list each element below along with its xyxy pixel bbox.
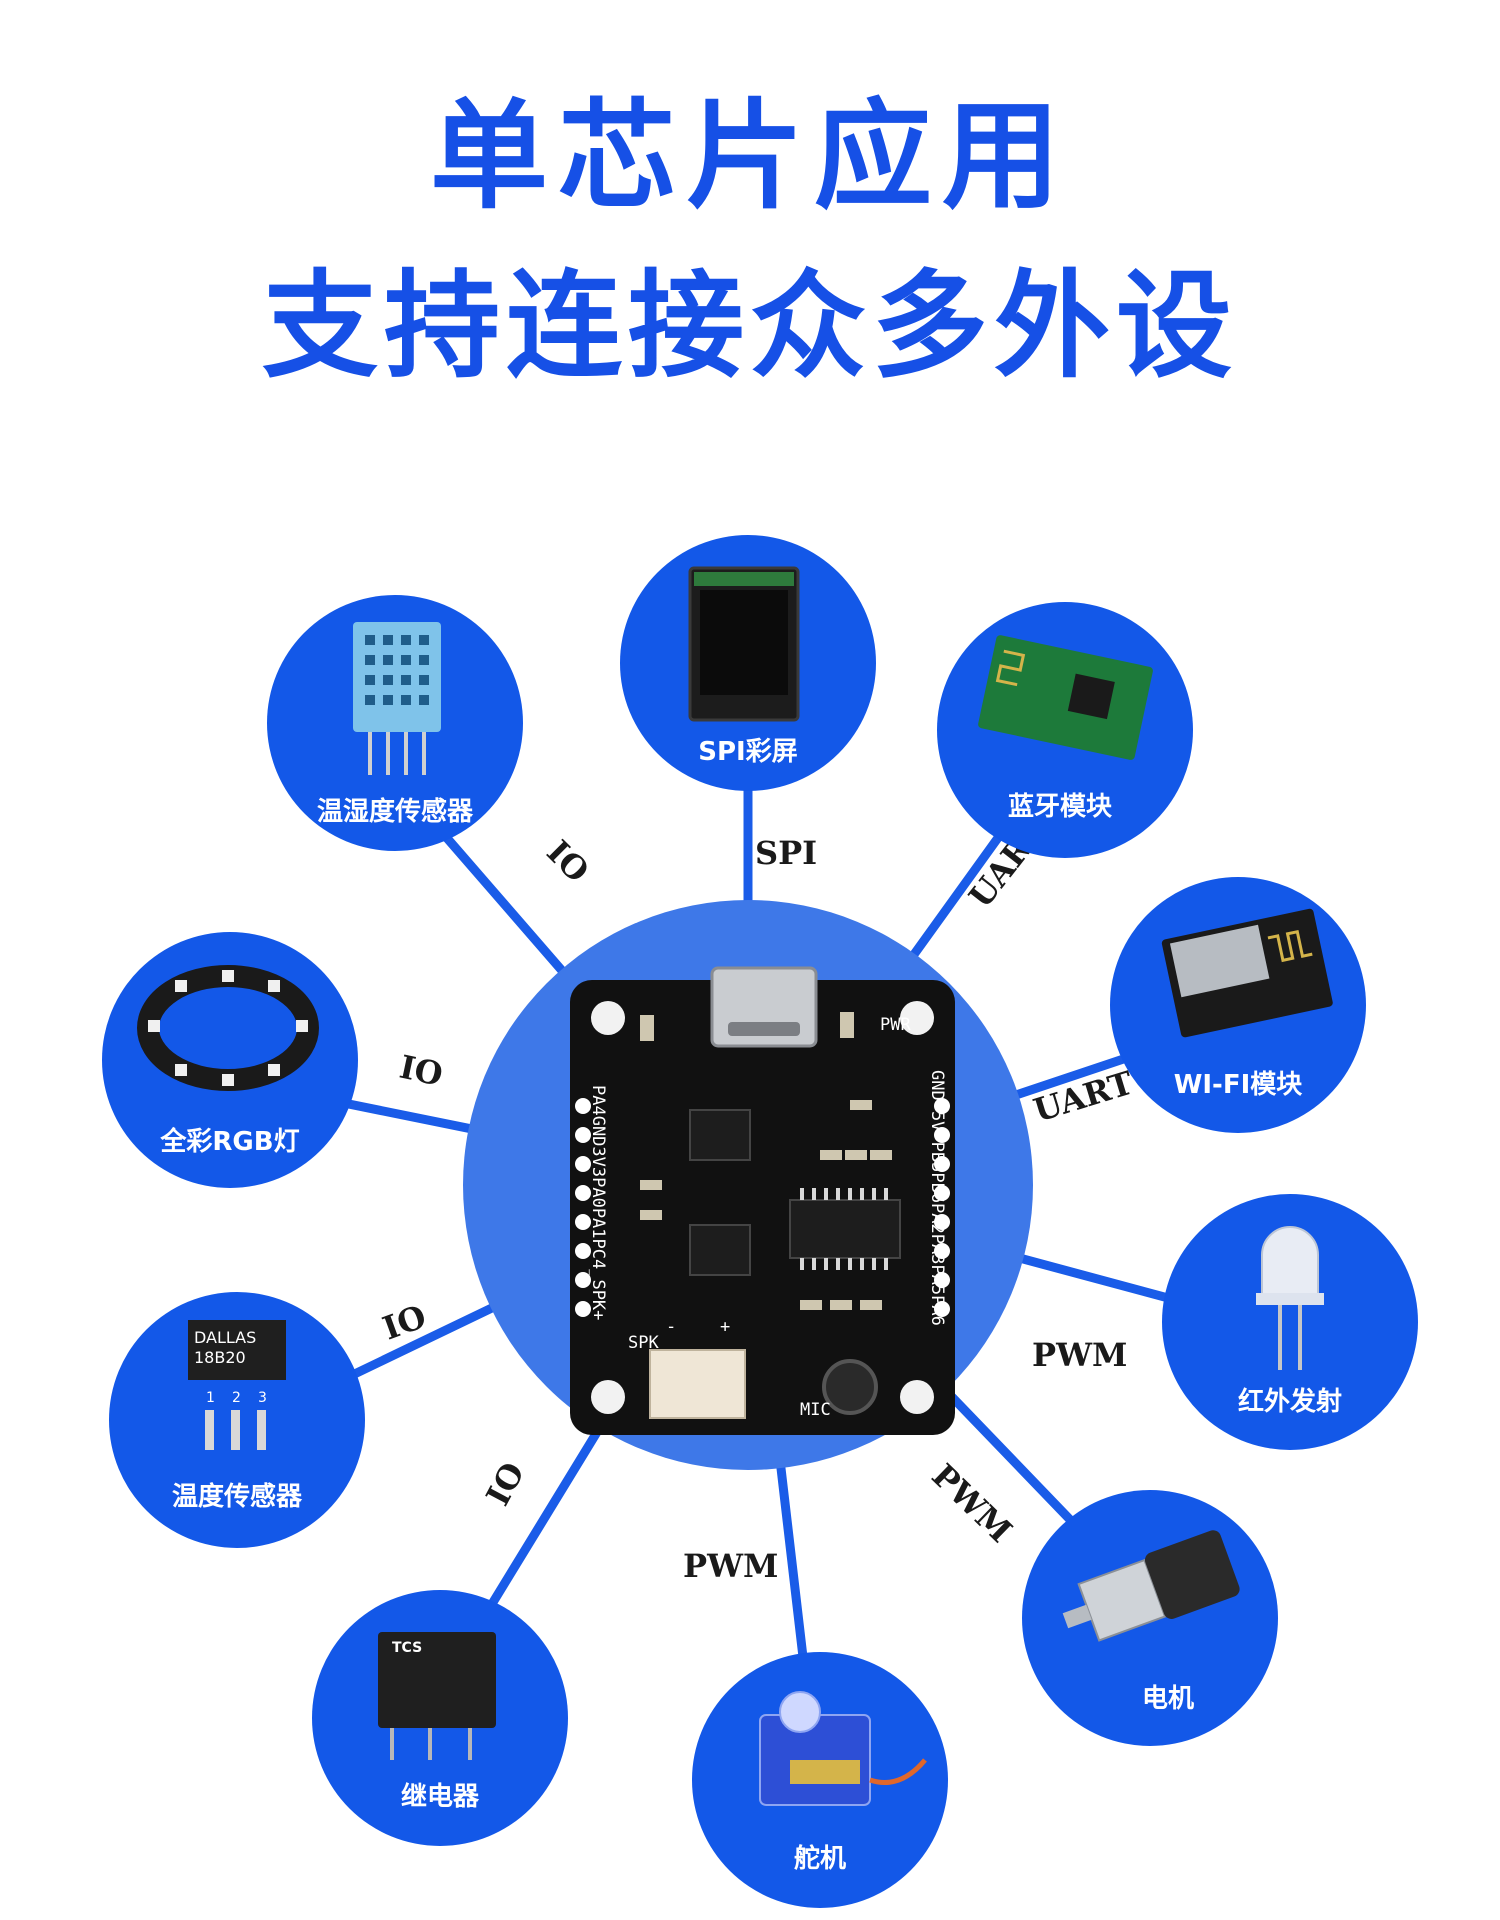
chip-3 [789, 1199, 901, 1259]
conn-label-rgb: IO [396, 1048, 446, 1094]
silk-plus: + [720, 1317, 730, 1337]
label-wifi: WI-FI模块 [1174, 1070, 1303, 1100]
relay-brand-text: TCS [392, 1640, 422, 1656]
node-bluetooth: 蓝牙模块 [937, 602, 1193, 858]
node-relay: TCS 继电器 [312, 1590, 568, 1846]
label-relay: 继电器 [401, 1781, 480, 1812]
pin-number-3: 3 [258, 1390, 267, 1406]
ir-led-icon [1256, 1226, 1324, 1370]
conn-label-motor: PWM [924, 1456, 1019, 1550]
label-ir: 红外发射 [1238, 1386, 1342, 1417]
headline-line2: 支持连接众多外设 [262, 259, 1238, 394]
silk-right-pins: GND 5V PB5PB6PA2PA3PA5PA6 [927, 1070, 947, 1326]
servo-icon [759, 1691, 927, 1806]
motor-icon [1062, 1530, 1240, 1642]
conn-label-relay: IO [479, 1456, 533, 1512]
node-wifi: WI-FI模块 [1110, 877, 1366, 1133]
silk-spk: SPK [628, 1333, 659, 1353]
conn-label-spi: SPI [755, 834, 817, 872]
label-servo: 舵机 [794, 1843, 846, 1874]
label-temp-sensor: 温度传感器 [172, 1481, 303, 1512]
conn-label-humidity: IO [539, 833, 596, 890]
conn-label-servo: PWM [683, 1547, 778, 1585]
chip-2 [689, 1224, 751, 1276]
node-servo: 舵机 [692, 1652, 948, 1908]
label-spi-screen: SPI彩屏 [698, 737, 797, 767]
node-spi-screen: SPI彩屏 [620, 535, 876, 791]
node-temp-sensor: DALLAS 18B20 1 2 3 温度传感器 [109, 1292, 365, 1548]
dev-board: PA4GND3V3PA0PA1PC4_SPK+ GND 5V PB5PB6PA2… [570, 966, 955, 1435]
bluetooth-module-icon [978, 635, 1153, 760]
label-humidity-sensor: 温湿度传感器 [317, 796, 474, 827]
ds18b20-icon: DALLAS 18B20 1 2 3 [188, 1320, 286, 1450]
headline-line1: 单芯片应用 [429, 87, 1070, 225]
speaker-connector-icon [649, 1349, 746, 1419]
dht11-icon [353, 622, 441, 775]
node-motor: 电机 [1022, 1490, 1278, 1746]
node-humidity-sensor: 温湿度传感器 [267, 595, 523, 851]
silk-minus: - [666, 1317, 676, 1337]
node-ir: 红外发射 [1162, 1194, 1418, 1450]
pin-number-2: 2 [232, 1390, 241, 1406]
dallas-text-1: DALLAS [194, 1328, 256, 1347]
silk-pwr: PWR [880, 1015, 911, 1035]
conn-label-ir: PWM [1032, 1336, 1127, 1374]
silk-mic: MIC [800, 1400, 831, 1420]
pin-number-1: 1 [206, 1390, 215, 1406]
microphone-icon [822, 1359, 878, 1415]
right-header-pins [934, 1098, 950, 1317]
relay-icon: TCS [378, 1632, 496, 1760]
label-rgb-led: 全彩RGB灯 [159, 1126, 299, 1157]
silk-left-pins: PA4GND3V3PA0PA1PC4_SPK+ [588, 1085, 608, 1320]
chip-1 [689, 1109, 751, 1161]
node-rgb-led: 全彩RGB灯 [102, 932, 358, 1188]
dallas-text-2: 18B20 [194, 1348, 246, 1367]
label-bluetooth: 蓝牙模块 [1008, 792, 1112, 822]
label-motor: 电机 [1142, 1684, 1194, 1714]
wifi-module-icon [1161, 908, 1333, 1038]
left-header-pins [575, 1098, 591, 1317]
